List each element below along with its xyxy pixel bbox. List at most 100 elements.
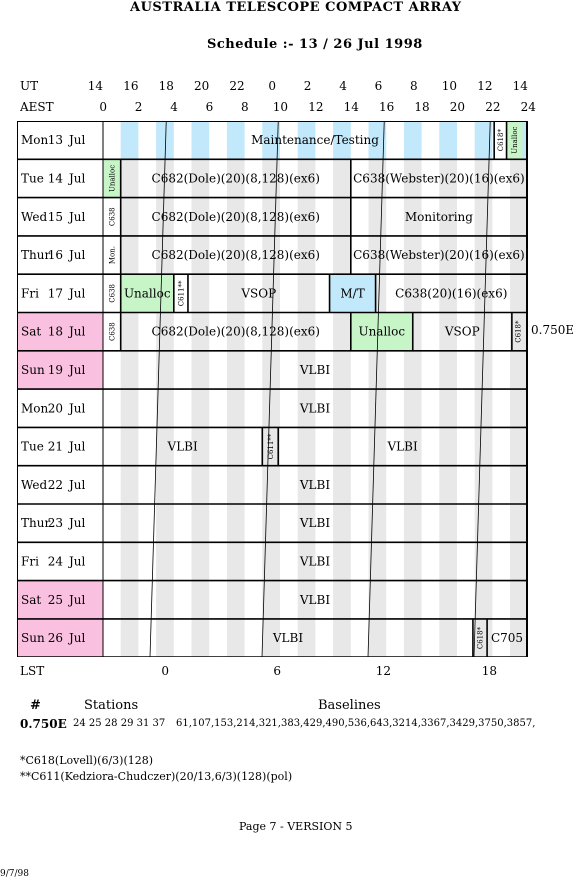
day-name: Wed (21, 210, 47, 224)
day-date: 14 (48, 171, 64, 185)
day-date: 21 (48, 440, 63, 454)
hour-shade (474, 618, 493, 657)
hour-shade (439, 121, 457, 160)
weekend-label-fill (17, 312, 103, 351)
hour-shade (474, 580, 493, 619)
hour-shade (510, 159, 528, 198)
hour-shade (474, 274, 493, 313)
day-month: Jul (67, 478, 86, 492)
aest-tick: 22 (485, 100, 501, 114)
block-label-vertical: C618* (497, 129, 505, 152)
baselines-header: Baselines (318, 698, 381, 713)
hour-shade (156, 427, 174, 466)
hour-shade (403, 427, 422, 466)
hour-shade (368, 235, 387, 275)
hour-shade (439, 312, 457, 351)
hour-shade (474, 465, 493, 504)
day-month: Jul (67, 363, 86, 377)
hour-shade (297, 197, 316, 236)
hour-shade (262, 580, 280, 619)
hash-header: # (30, 698, 41, 713)
hour-shade (333, 618, 351, 657)
hour-shade (262, 504, 280, 543)
hour-shade (510, 542, 528, 581)
hour-shade (297, 618, 316, 657)
day-date: 24 (48, 554, 64, 568)
aest-tick: 6 (205, 100, 214, 114)
day-name: Tue (21, 440, 44, 454)
aest-tick: 4 (170, 100, 178, 114)
ut-tick: 18 (158, 79, 174, 93)
hour-shade (439, 159, 457, 198)
lst-tick: 6 (273, 664, 282, 678)
aest-tick: 18 (414, 100, 430, 114)
hour-shade (474, 504, 493, 543)
block-label: VLBI (299, 363, 330, 377)
weekend-label-fill (17, 580, 103, 619)
day-date: 22 (48, 478, 63, 492)
hour-shade (120, 504, 139, 543)
day-name: Tue (21, 171, 44, 185)
hour-shade (403, 121, 422, 160)
aest-tick: 24 (520, 100, 536, 114)
hour-shade (120, 159, 139, 198)
hour-shade (262, 159, 280, 198)
hour-shade (368, 465, 387, 504)
block-label: C682(Dole)(20)(8,128)(ex6) (152, 210, 320, 224)
schedule-block (349, 312, 413, 351)
hour-shade (156, 504, 174, 543)
hour-shade (333, 350, 351, 390)
block-label: C705 (491, 631, 523, 645)
ut-tick: 12 (477, 79, 493, 93)
block-label: C682(Dole)(20)(8,128)(ex6) (152, 248, 320, 262)
hour-shade (120, 465, 139, 504)
day-name: Sun (21, 363, 45, 377)
lst-tick: 18 (481, 664, 498, 678)
hour-shade (474, 350, 493, 390)
block-label: C682(Dole)(20)(8,128)(ex6) (152, 171, 320, 185)
aest-label: AEST (20, 100, 54, 114)
hour-shade (510, 504, 528, 543)
block-fill (350, 312, 413, 351)
hour-shade (439, 350, 457, 390)
hour-shade (226, 389, 245, 428)
day-month: Jul (67, 171, 86, 185)
block-label-vertical: C638 (108, 207, 116, 226)
day-name: Sat (21, 593, 41, 607)
day-month: Jul (67, 593, 86, 607)
hour-shade (474, 542, 493, 581)
hour-shade (439, 618, 457, 657)
aest-tick: 8 (241, 100, 249, 114)
hour-shade (262, 235, 280, 275)
hour-shade (156, 580, 174, 619)
hour-shade (191, 389, 210, 428)
day-name: Thur (21, 516, 50, 530)
hour-shade (333, 121, 351, 160)
hour-shade (368, 542, 387, 581)
ut-tick: 8 (410, 79, 418, 93)
hour-shade (510, 465, 528, 504)
hour-shade (156, 350, 174, 390)
hour-shade (510, 274, 528, 313)
aest-tick: 2 (134, 100, 143, 114)
hour-shade (439, 427, 457, 466)
day-name: Sun (21, 631, 45, 645)
ut-tick: 6 (374, 79, 383, 93)
aest-tick: 12 (308, 100, 324, 114)
hour-shade (510, 580, 528, 619)
lst-line (149, 121, 167, 657)
hour-shade (226, 350, 245, 390)
hour-shade (333, 235, 351, 275)
aest-tick: 10 (272, 100, 289, 114)
hour-shade (191, 580, 210, 619)
block-label-vertical: C638 (108, 284, 116, 303)
day-date: 19 (48, 363, 63, 377)
hour-shade (368, 350, 387, 390)
block-fill (103, 159, 121, 198)
hour-shade (368, 197, 387, 236)
hour-shade (403, 197, 422, 236)
hour-shade (439, 542, 457, 581)
hour-shade (439, 465, 457, 504)
day-date: 15 (48, 210, 63, 224)
hour-shade (333, 427, 351, 466)
